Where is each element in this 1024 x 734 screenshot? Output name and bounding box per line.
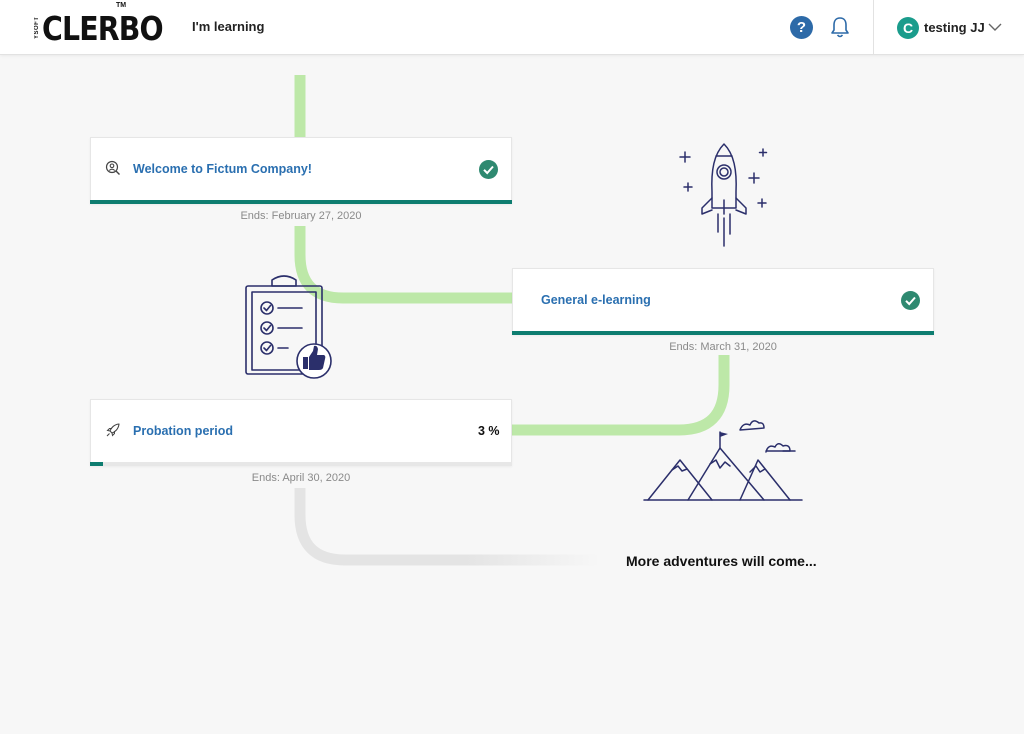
progress-percent: 3 %	[478, 424, 500, 438]
path-segment-1-2	[294, 226, 512, 304]
help-button[interactable]: ?	[790, 16, 813, 39]
progress-bar	[90, 462, 512, 466]
clerbo-logo[interactable]: YSOFT CLERBO	[34, 11, 182, 45]
top-bar: YSOFT CLERBO TM I'm learning ? C testing…	[0, 0, 1024, 55]
progress-fill	[512, 331, 934, 335]
step-end-date: Ends: March 31, 2020	[669, 341, 777, 353]
path-segment-future	[294, 488, 600, 566]
user-name: testing JJ	[924, 20, 985, 35]
progress-bar	[90, 200, 512, 204]
step-title[interactable]: Probation period	[133, 424, 233, 438]
page-title[interactable]: I'm learning	[192, 19, 265, 34]
step-card-general-elearning[interactable]: General e-learning	[512, 268, 934, 335]
step-end-date: Ends: April 30, 2020	[251, 472, 351, 484]
path-segment-2-3	[512, 355, 730, 436]
progress-fill	[90, 462, 103, 466]
progress-fill	[90, 200, 512, 204]
rocket-icon	[106, 423, 120, 437]
more-adventures-text: More adventures will come...	[626, 553, 817, 569]
mountain-flag-illustration	[643, 420, 803, 501]
completed-check-icon	[901, 291, 920, 310]
step-title[interactable]: Welcome to Fictum Company!	[133, 162, 312, 176]
rocket-launch-illustration	[679, 143, 768, 247]
step-card-welcome[interactable]: Welcome to Fictum Company!	[90, 137, 512, 204]
clipboard-checklist-illustration	[245, 275, 332, 379]
chevron-down-icon	[988, 23, 1002, 31]
step-title[interactable]: General e-learning	[541, 293, 651, 307]
logo-text: CLERBO	[42, 8, 164, 48]
logo-trademark: TM	[116, 2, 127, 9]
step-end-date: Ends: February 27, 2020	[240, 210, 362, 222]
completed-check-icon	[479, 160, 498, 179]
notifications-bell-icon[interactable]	[829, 15, 851, 39]
progress-bar	[512, 331, 934, 335]
avatar: C	[897, 17, 919, 39]
user-menu[interactable]: C testing JJ	[873, 0, 1024, 55]
step-card-probation[interactable]: Probation period 3 %	[90, 399, 512, 466]
onboarding-person-icon	[105, 160, 120, 175]
